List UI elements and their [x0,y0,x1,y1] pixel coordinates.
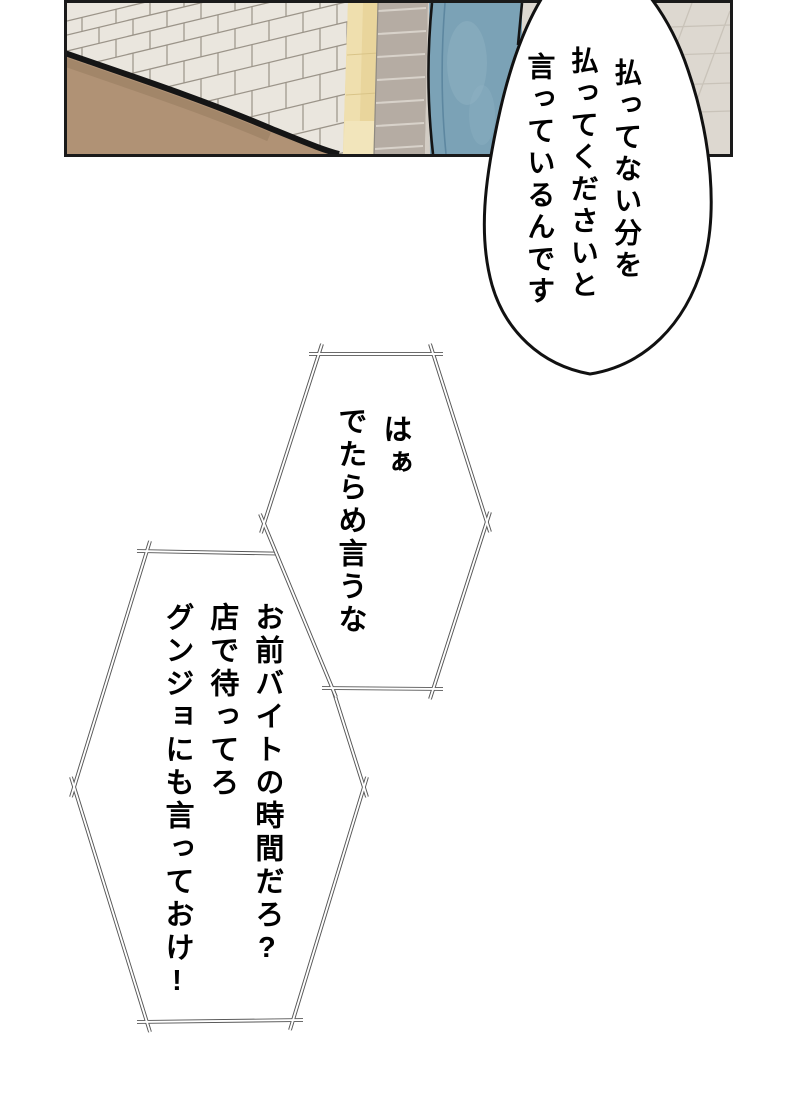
dialogue-line: グンジョにも言っておけ! [160,602,193,1001]
speech-bubble-haa [258,343,492,700]
street-scene-art [67,3,730,154]
dialogue-payment: 払ってない分を 払ってくださいと 言っているんです [518,46,648,376]
dialogue-line: 払ってくださいと [567,46,599,302]
foreground-brown-object [67,50,340,154]
speech-bubble-payment [482,0,713,376]
dialogue-order: お前バイトの時間だろ? 店で待ってろ グンジョにも言っておけ! [154,602,289,1022]
dialogue-haa: はぁ でたらめ言うな [327,406,417,656]
dialogue-line: お前バイトの時間だろ? [250,602,283,968]
tactile-paving-strip [343,3,379,154]
dialogue-line: でたらめ言うな [333,406,366,637]
dialogue-line: はぁ [378,414,411,480]
dialogue-line: 払ってない分を [611,58,643,282]
dialogue-line: 言っているんです [524,52,556,308]
dialogue-line: 店で待ってろ [205,602,238,800]
